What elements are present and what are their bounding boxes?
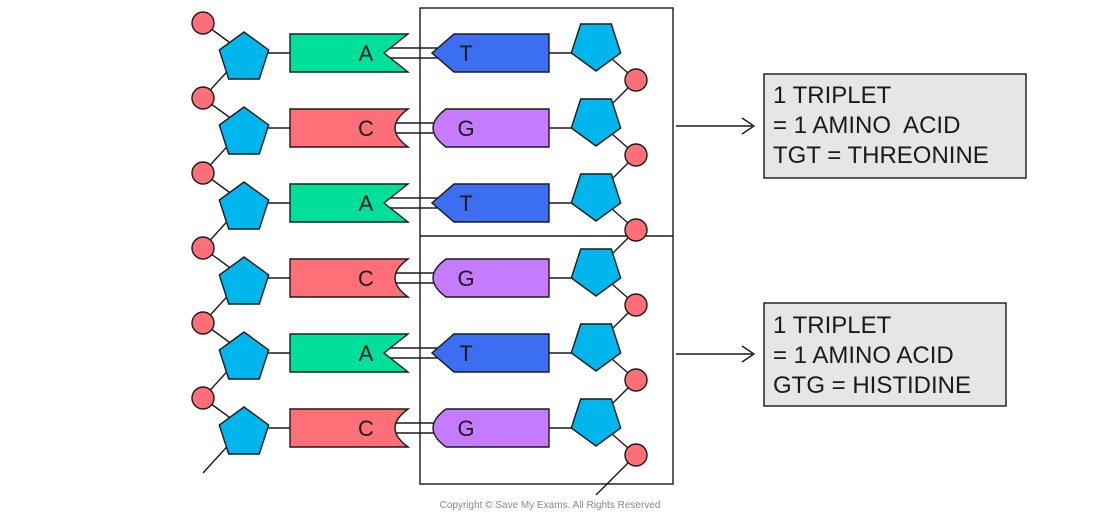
sugar	[218, 406, 270, 455]
dna-strands: A T C G A T C G A T C G	[191, 11, 648, 496]
base-label-right: T	[459, 341, 472, 366]
sugar	[570, 98, 622, 147]
base-label-left: C	[358, 116, 374, 141]
sugar	[570, 248, 622, 297]
phosphate	[191, 311, 215, 335]
base-label-right: G	[457, 266, 474, 291]
sugar	[218, 106, 270, 155]
sugar	[570, 23, 622, 72]
phosphate	[191, 386, 215, 410]
base-A	[289, 333, 411, 373]
phosphate	[624, 443, 648, 467]
arrow-triplet-1	[676, 117, 756, 135]
base-A	[289, 183, 411, 223]
sugar	[218, 256, 270, 305]
base-label-left: C	[358, 266, 374, 291]
phosphate	[191, 11, 215, 35]
base-C	[289, 108, 411, 148]
phosphate	[191, 236, 215, 260]
base-G	[432, 258, 550, 298]
base-T	[430, 183, 550, 223]
sugar	[218, 31, 270, 80]
base-G	[432, 408, 550, 448]
sugar	[570, 323, 622, 372]
triplet-box-1: 1 TRIPLET = 1 AMINO ACID TGT = THREONINE	[763, 73, 1027, 179]
sugar	[218, 331, 270, 380]
base-T	[430, 33, 550, 73]
base-label-left: A	[359, 341, 374, 366]
phosphate	[624, 293, 648, 317]
phosphate	[624, 368, 648, 392]
codon-frame	[419, 7, 674, 485]
triplet-box-2-line2: = 1 AMINO ACID	[773, 342, 954, 369]
arrow-triplet-2	[676, 345, 756, 363]
base-label-left: A	[359, 41, 374, 66]
triplet-box-2-line1: 1 TRIPLET	[773, 312, 892, 339]
triplet-box-1-line1: 1 TRIPLET	[773, 82, 892, 109]
base-A	[289, 33, 411, 73]
base-C	[289, 408, 411, 448]
sugar	[570, 398, 622, 447]
triplet-box-1-line2: = 1 AMINO ACID	[773, 112, 960, 139]
base-label-right: G	[457, 416, 474, 441]
triplet-box-2-line3: GTG = HISTIDINE	[773, 372, 971, 399]
copyright-notice: Copyright © Save My Exams. All Rights Re…	[440, 500, 661, 511]
phosphate	[624, 218, 648, 242]
base-label-right: T	[459, 41, 472, 66]
base-G	[432, 108, 550, 148]
phosphate	[191, 86, 215, 110]
phosphate	[624, 143, 648, 167]
sugar	[570, 173, 622, 222]
triplet-box-2: 1 TRIPLET = 1 AMINO ACID GTG = HISTIDINE	[763, 302, 1007, 407]
base-label-left: A	[359, 191, 374, 216]
base-C	[289, 258, 411, 298]
sugar	[218, 181, 270, 230]
base-label-right: G	[457, 116, 474, 141]
triplet-box-1-line3: TGT = THREONINE	[773, 142, 989, 169]
base-label-right: T	[459, 191, 472, 216]
phosphate	[191, 161, 215, 185]
phosphate	[624, 68, 648, 92]
base-label-left: C	[358, 416, 374, 441]
base-T	[430, 333, 550, 373]
